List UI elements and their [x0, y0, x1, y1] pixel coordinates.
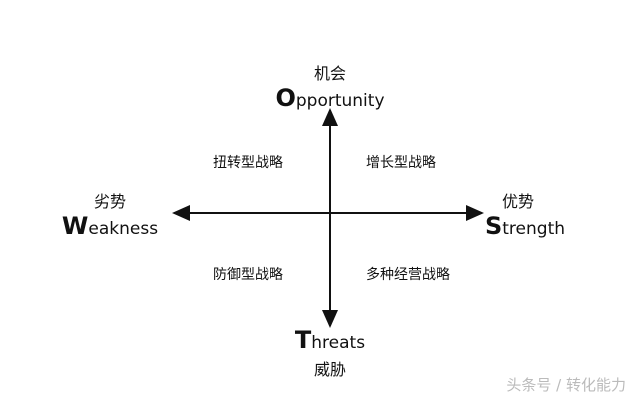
strength-label: Strength: [470, 212, 580, 240]
threats-cn: 威胁: [313, 360, 346, 379]
quadrant-top-left: 扭转型战略: [213, 155, 283, 171]
weakness-rest: eakness: [88, 219, 159, 239]
threats-label: Threats: [250, 326, 410, 354]
opportunity-cn: 机会: [313, 64, 346, 83]
quadrant-bottom-right: 多种经营战略: [366, 267, 450, 283]
strength-rest: trength: [502, 219, 566, 239]
opportunity-initial: O: [275, 84, 296, 112]
quadrant-top-right: 增长型战略: [366, 155, 436, 171]
strength-initial: S: [484, 212, 503, 240]
weakness-initial: W: [61, 212, 89, 240]
opportunity-label: Opportunity: [250, 84, 410, 112]
watermark: 头条号 / 转化能力: [506, 376, 626, 394]
quadrant-bottom-left: 防御型战略: [213, 267, 283, 283]
strength-cn: 优势: [501, 192, 534, 211]
weakness-label: Weakness: [50, 212, 170, 240]
threats-initial: T: [294, 326, 312, 354]
threats-rest: hreats: [311, 333, 366, 353]
weakness-cn: 劣势: [93, 192, 126, 211]
opportunity-rest: pportunity: [295, 91, 385, 111]
